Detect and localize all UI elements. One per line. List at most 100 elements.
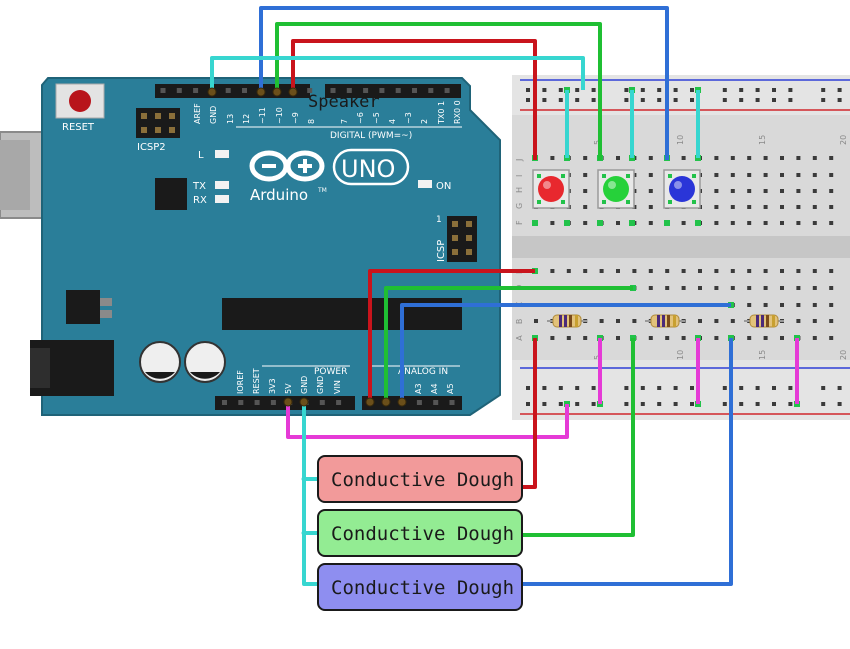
breadboard-hole xyxy=(812,286,817,290)
breadboard-hole xyxy=(632,269,637,273)
breadboard-hole xyxy=(583,336,588,340)
icsp-pin xyxy=(466,235,472,241)
breadboard-hole xyxy=(763,221,768,225)
header-pin xyxy=(242,88,247,93)
rail-hole xyxy=(657,88,662,92)
reset-button-cap[interactable] xyxy=(69,90,91,112)
breadboard-hole xyxy=(796,269,801,273)
digital-pin-label: ~6 xyxy=(356,112,365,124)
rail-hole xyxy=(755,402,760,406)
resistor-band xyxy=(575,315,578,327)
breadboard-hole xyxy=(714,156,719,160)
breadboard-hole xyxy=(812,319,817,323)
connected-hole xyxy=(664,220,670,226)
icsp-label: ICSP xyxy=(436,240,447,262)
digital-header-2 xyxy=(325,84,461,98)
analog-pin-label: A4 xyxy=(430,383,439,394)
wire-blue-top xyxy=(259,6,669,160)
rail-hole xyxy=(575,386,580,390)
header-pin xyxy=(416,400,422,405)
power-pin-label: VIN xyxy=(333,380,342,394)
wire-green-dough xyxy=(522,338,635,537)
header-wire-end xyxy=(381,397,391,407)
header-pin xyxy=(412,88,417,93)
breadboard-hole xyxy=(829,336,834,340)
rail-hole xyxy=(591,88,596,92)
regulator-tab xyxy=(100,298,112,306)
header-pin xyxy=(160,88,166,93)
connected-hole xyxy=(532,220,538,226)
rail-hole xyxy=(558,386,563,390)
dough-pad-blue[interactable] xyxy=(317,563,523,611)
header-pin xyxy=(444,88,450,93)
led-leg xyxy=(602,174,606,178)
connected-hole xyxy=(629,220,635,226)
icsp-pin xyxy=(466,221,472,227)
column-number: 10 xyxy=(676,350,685,360)
header-pin xyxy=(330,88,336,93)
row-letter: H xyxy=(515,187,524,193)
rail-hole xyxy=(657,386,662,390)
rail-hole xyxy=(690,402,694,406)
column-number: 20 xyxy=(839,135,848,145)
breadboard-hole xyxy=(747,173,752,177)
rail-hole xyxy=(624,98,629,102)
tx-led xyxy=(215,181,229,189)
breadboard-hole xyxy=(780,189,784,193)
breadboard-hole xyxy=(780,303,784,307)
wire-cyan-gnd-top xyxy=(210,56,585,92)
breadboard-hole xyxy=(763,205,768,209)
breadboard-hole xyxy=(648,156,653,160)
digital-pin-label: 12 xyxy=(242,114,251,124)
rail-hole xyxy=(739,98,744,102)
led-blue xyxy=(669,176,695,202)
rail-hole xyxy=(575,98,580,102)
breadboard-hole xyxy=(829,189,834,193)
icsp2-pin xyxy=(141,127,147,133)
row-letter: J xyxy=(515,159,524,162)
rail-hole xyxy=(558,402,563,406)
dough-pad-red[interactable] xyxy=(317,455,523,503)
trademark: TM xyxy=(317,187,327,194)
led-red xyxy=(538,176,564,202)
rail-hole xyxy=(837,402,842,406)
rail-hole xyxy=(542,88,547,92)
digital-pin-label: ~5 xyxy=(372,112,381,124)
breadboard-hole xyxy=(780,221,784,225)
rail-hole xyxy=(772,402,776,406)
rx-label: RX xyxy=(193,195,207,206)
rail-hole xyxy=(526,386,530,390)
resistor-band xyxy=(564,315,567,327)
arduino-brand: Arduino xyxy=(250,186,308,204)
speaker-label: Speaker xyxy=(308,92,380,112)
wire-green-analog xyxy=(384,286,633,402)
rail-hole xyxy=(821,98,826,102)
digital-pin-label: 13 xyxy=(226,114,235,124)
header-pin xyxy=(176,88,182,93)
wire-red-top xyxy=(291,39,537,160)
breadboard-hole xyxy=(616,156,620,160)
digital-label: DIGITAL (PWM=~) xyxy=(330,131,412,141)
led-leg xyxy=(668,174,672,178)
rail-hole xyxy=(575,402,580,406)
breadboard-hole xyxy=(730,286,735,290)
header-wire-end xyxy=(256,87,266,97)
breadboard-hole xyxy=(763,303,768,307)
analog-header xyxy=(362,396,462,410)
breadboard-hole xyxy=(796,286,801,290)
rail-hole xyxy=(690,386,694,390)
breadboard-hole xyxy=(796,221,801,225)
dough-pad-green[interactable] xyxy=(317,509,523,557)
breadboard-top-rail xyxy=(512,75,850,115)
conductive-dough-pads: Conductive Dough Conductive Dough Conduc… xyxy=(317,455,523,611)
usb-chip xyxy=(155,178,187,210)
dough-pad-red-label: Conductive Dough xyxy=(331,469,514,491)
rail-hole xyxy=(722,402,727,406)
breadboard-hole xyxy=(616,269,620,273)
rail-hole xyxy=(526,88,530,92)
breadboard-hole xyxy=(665,269,670,273)
breadboard-hole xyxy=(796,156,801,160)
wire-blue-analog xyxy=(400,303,731,402)
